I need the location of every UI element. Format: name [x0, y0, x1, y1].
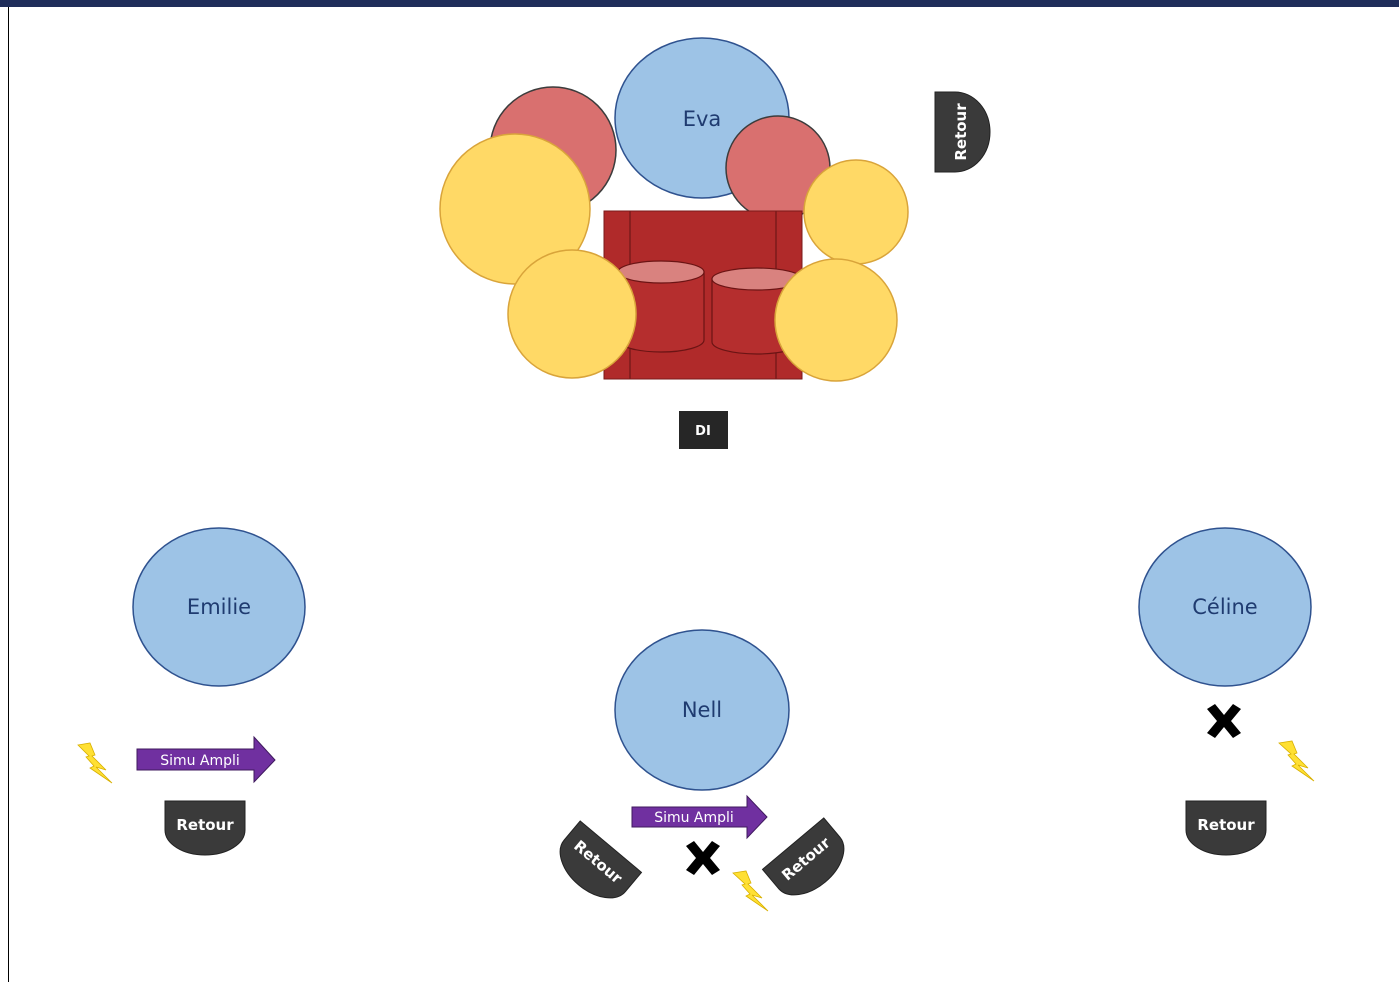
person-celine-label: Céline — [1192, 595, 1257, 619]
power-bolt-icon — [1278, 740, 1315, 782]
drum-kit: Eva — [439, 37, 909, 382]
monitor-emilie: Retour — [164, 800, 246, 856]
di-box-label: DI — [695, 424, 711, 439]
power-bolt-icon — [732, 870, 769, 912]
monitor-eva-label: Retour — [952, 103, 970, 161]
monitor-eva: Retour — [934, 91, 991, 173]
person-emilie — [132, 527, 306, 687]
monitor-nell-left: Retour — [559, 820, 643, 899]
person-nell — [614, 629, 790, 791]
cymbal-right-high — [803, 159, 909, 265]
amp-arrow-nell-label: Simu Ampli — [654, 810, 734, 826]
floor-tom-left — [617, 260, 705, 353]
nell-position: Nell Simu Ampli Retour Retour — [559, 629, 845, 912]
cymbal-left-low — [507, 249, 637, 379]
amp-arrow-emilie-label: Simu Ampli — [160, 753, 240, 769]
person-celine — [1138, 527, 1312, 687]
page-left-rule — [8, 7, 9, 982]
monitor-celine-label: Retour — [1197, 816, 1255, 834]
amp-arrow-emilie: Simu Ampli — [136, 735, 276, 784]
page-header-bar — [0, 0, 1399, 7]
monitor-nell-right: Retour — [761, 817, 845, 896]
monitor-emilie-label: Retour — [176, 816, 234, 834]
close-icon — [686, 841, 720, 875]
power-bolt-icon — [77, 742, 113, 784]
celine-position: Céline Retour — [1138, 527, 1315, 856]
amp-arrow-nell: Simu Ampli — [631, 794, 768, 840]
close-icon — [1207, 704, 1241, 738]
cymbal-right-low — [774, 258, 898, 382]
person-nell-label: Nell — [682, 698, 722, 722]
person-eva-label: Eva — [683, 107, 722, 131]
di-box: DI — [679, 411, 728, 449]
person-emilie-label: Emilie — [187, 595, 251, 619]
emilie-position: Emilie Simu Ampli Retour — [77, 527, 306, 856]
monitor-celine: Retour — [1185, 800, 1267, 856]
